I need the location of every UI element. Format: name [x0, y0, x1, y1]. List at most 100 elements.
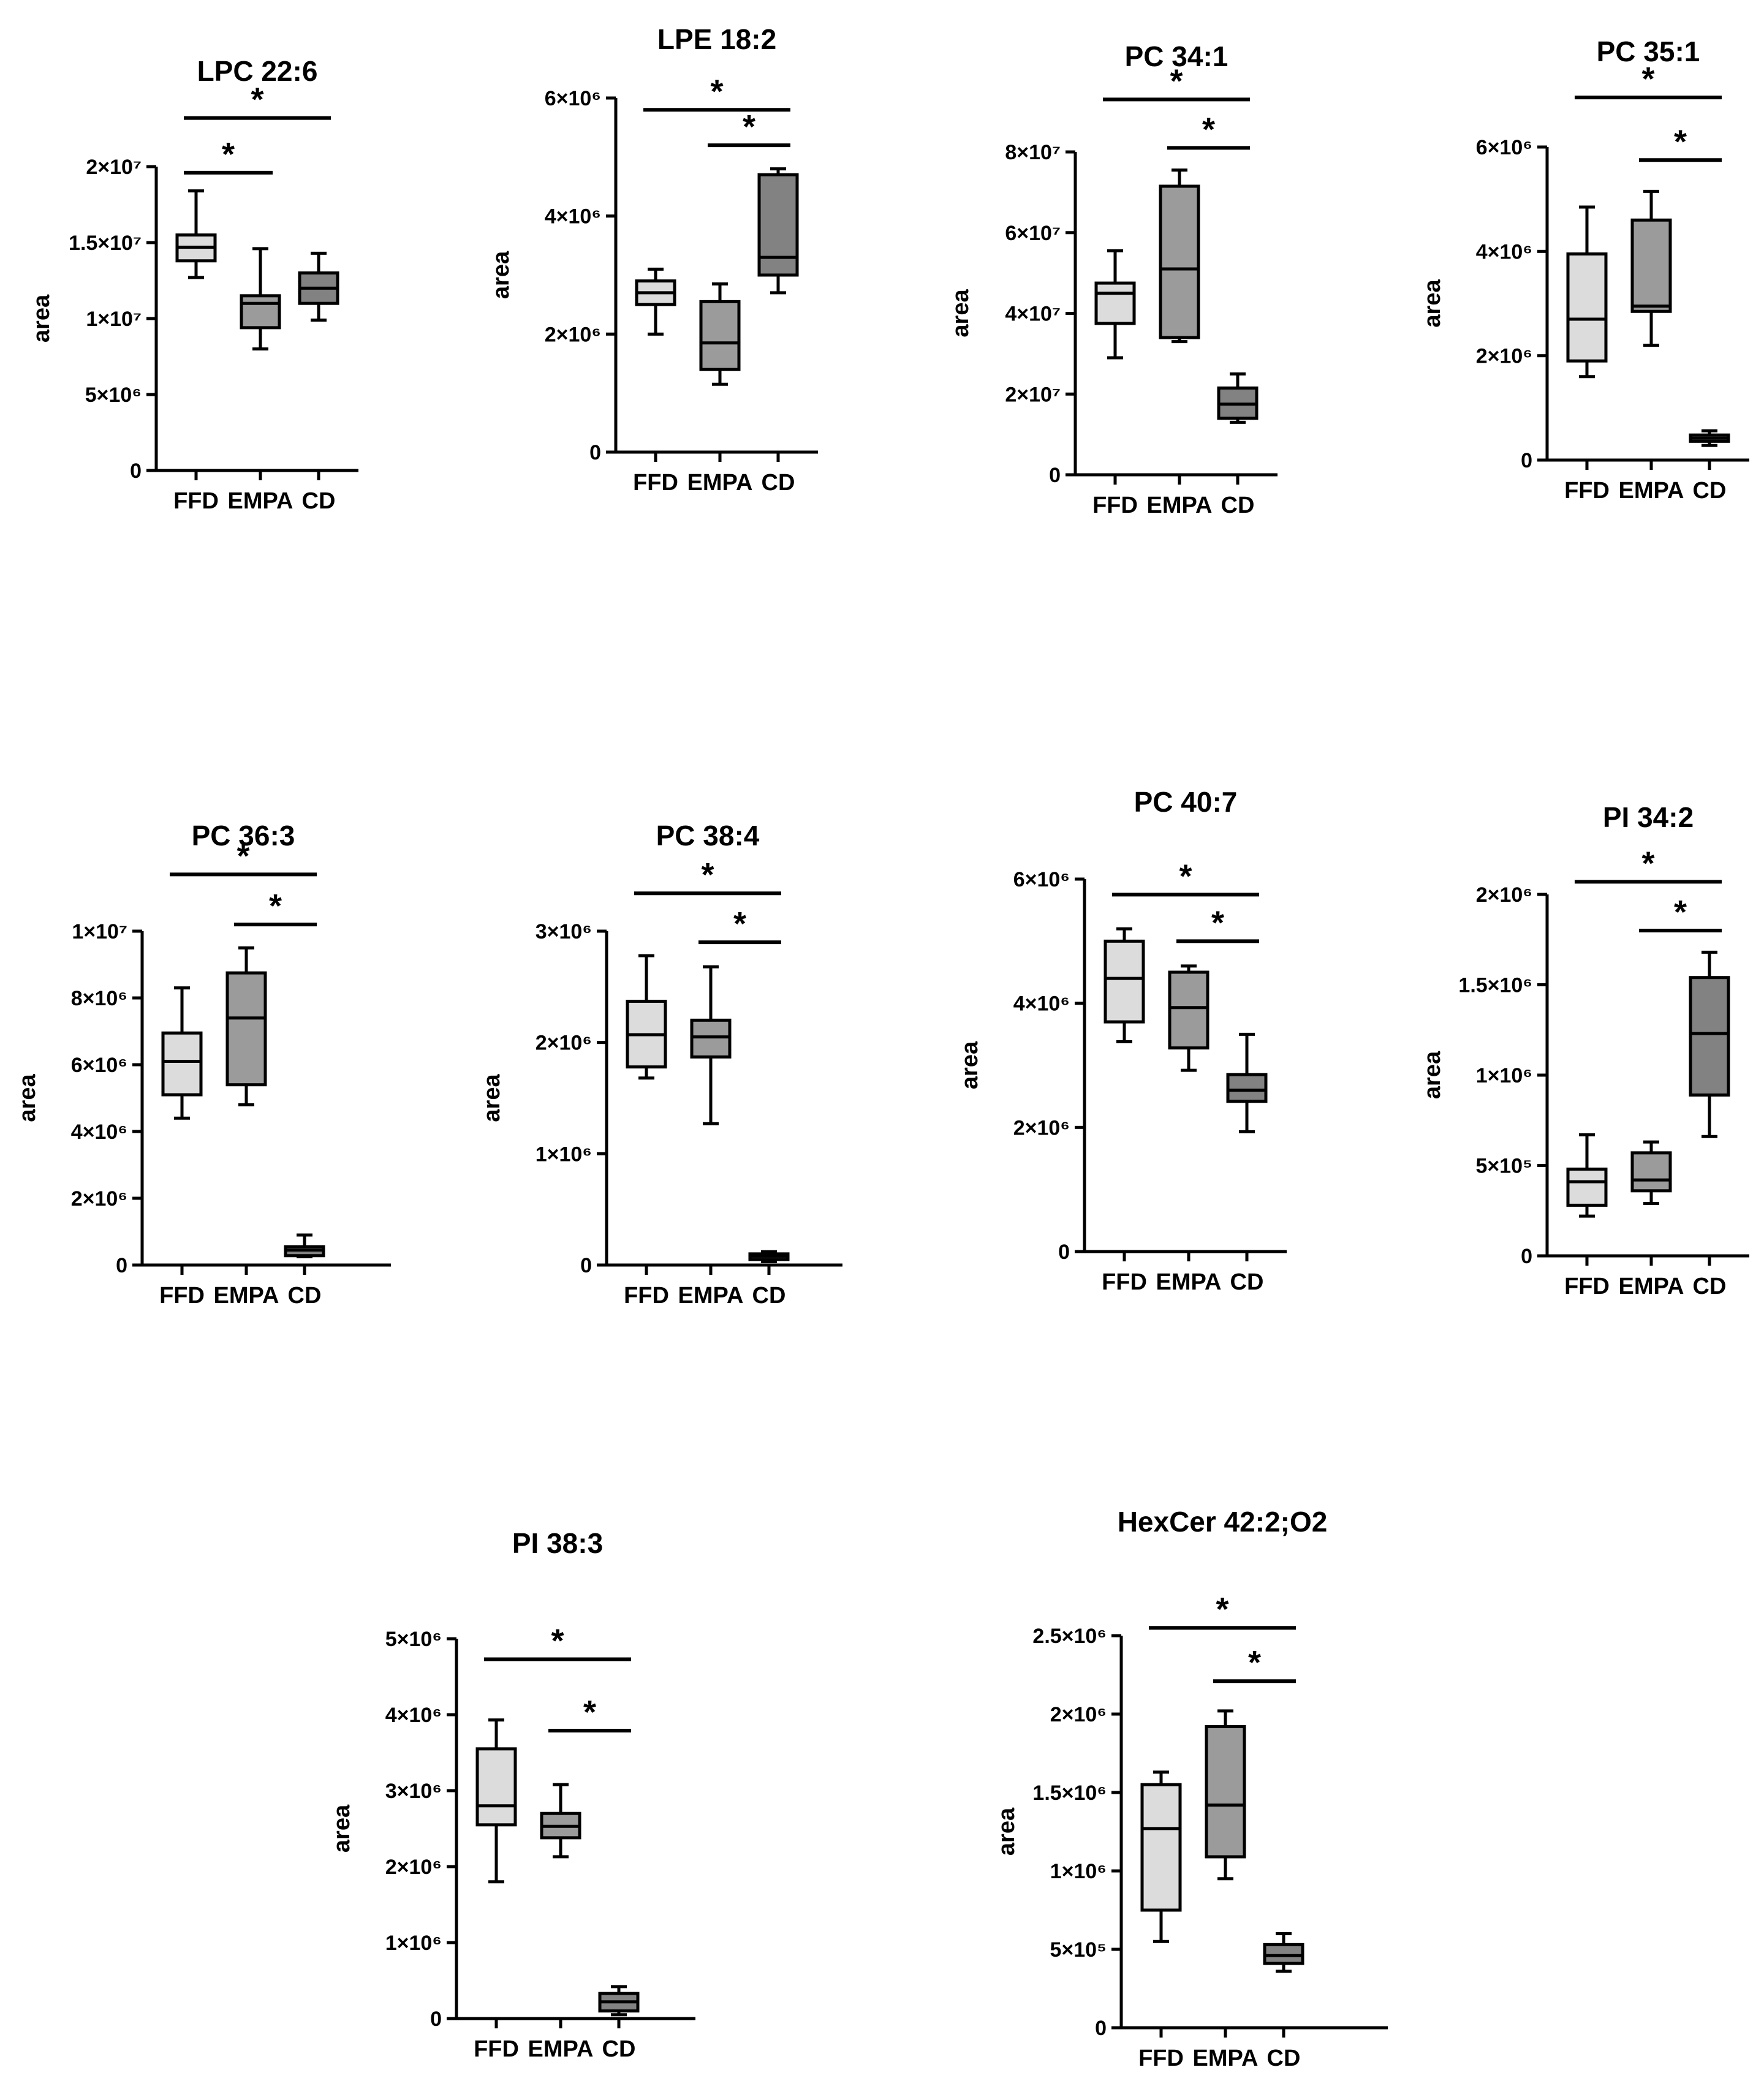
- x-tick-label-cd: CD: [302, 488, 336, 514]
- y-tick-label: 6×10⁶: [1013, 868, 1070, 891]
- box-cd: [1263, 1932, 1304, 1973]
- y-tick-label: 6×10⁶: [545, 87, 601, 110]
- box-empa: [690, 965, 732, 1125]
- y-tick-label: 2×10⁶: [1476, 345, 1532, 368]
- box-cd: [598, 1985, 640, 2017]
- significance-asterisk: *: [583, 1694, 596, 1731]
- x-tick-label-empa: EMPA: [528, 2036, 594, 2062]
- iqr-box: [1140, 1783, 1182, 1912]
- iqr-box: [1263, 1943, 1304, 1965]
- y-tick-label: 1×10⁶: [1050, 1860, 1107, 1883]
- box-ffd: [1103, 927, 1145, 1043]
- y-tick-label: 0: [116, 1254, 127, 1277]
- box-cd: [757, 167, 799, 295]
- iqr-box: [1159, 184, 1200, 339]
- significance-asterisk: *: [1641, 845, 1654, 882]
- y-tick-label: 4×10⁶: [71, 1120, 127, 1144]
- x-tick-label-ffd: FFD: [633, 470, 678, 496]
- y-tick-label: 1×10⁶: [1476, 1064, 1532, 1087]
- box-empa: [1630, 1140, 1672, 1205]
- y-tick-label: 1.5×10⁶: [1032, 1781, 1107, 1805]
- y-axis-label: area: [29, 294, 55, 342]
- significance-asterisk: *: [1170, 62, 1183, 99]
- box-ffd: [475, 1718, 517, 1884]
- box-ffd: [635, 267, 676, 336]
- y-tick-label: 0: [1058, 1241, 1070, 1264]
- box-cd: [1217, 372, 1259, 424]
- significance-asterisk: *: [222, 136, 235, 173]
- y-tick-label: 4×10⁶: [1476, 240, 1532, 263]
- y-tick-label: 3×10⁶: [536, 920, 592, 943]
- x-tick-label-cd: CD: [1267, 2046, 1301, 2071]
- box-cd: [298, 251, 339, 322]
- significance-asterisk: *: [743, 108, 755, 145]
- significance-asterisk: *: [1216, 1591, 1228, 1628]
- y-axis-label: area: [15, 1074, 40, 1122]
- y-tick-label: 1.5×10⁷: [69, 232, 142, 255]
- y-tick-label: 0: [1521, 449, 1532, 472]
- x-tick-label-cd: CD: [288, 1283, 322, 1309]
- box-empa: [1205, 1709, 1246, 1881]
- iqr-box: [1630, 218, 1672, 313]
- x-tick-label-cd: CD: [602, 2036, 636, 2062]
- significance-asterisk: *: [251, 81, 263, 118]
- chart-title: PC 38:4: [656, 820, 760, 852]
- iqr-box: [690, 1018, 732, 1059]
- y-tick-label: 2×10⁶: [545, 323, 601, 346]
- chart-title: HexCer 42:2;O2: [1118, 1506, 1328, 1538]
- y-tick-label: 6×10⁷: [1005, 222, 1061, 245]
- x-tick-label-ffd: FFD: [159, 1283, 205, 1309]
- significance-asterisk: *: [1179, 858, 1192, 894]
- iqr-box: [1205, 1724, 1246, 1859]
- significance-asterisk: *: [701, 856, 714, 893]
- y-tick-label: 2×10⁶: [1013, 1116, 1070, 1139]
- iqr-box: [1226, 1073, 1268, 1103]
- significance-asterisk: *: [1674, 123, 1687, 160]
- iqr-box: [1689, 976, 1730, 1097]
- chart-pc-36-3: PC 36:302×10⁶4×10⁶6×10⁶8×10⁶1×10⁷areaFFD…: [15, 820, 391, 1309]
- iqr-box: [1103, 939, 1145, 1024]
- box-empa: [240, 247, 281, 351]
- significance-asterisk: *: [551, 1622, 564, 1659]
- iqr-box: [699, 300, 741, 371]
- iqr-box: [1566, 1167, 1608, 1207]
- significance-asterisk: *: [1211, 904, 1224, 941]
- y-tick-label: 2.5×10⁶: [1032, 1625, 1107, 1648]
- y-tick-label: 6×10⁶: [1476, 136, 1532, 159]
- y-tick-label: 1×10⁶: [385, 1932, 442, 1955]
- x-tick-label-empa: EMPA: [1156, 1269, 1222, 1295]
- x-tick-label-ffd: FFD: [173, 488, 219, 514]
- x-tick-label-cd: CD: [1693, 1274, 1727, 1299]
- y-tick-label: 1×10⁷: [86, 308, 142, 331]
- y-tick-label: 6×10⁶: [71, 1054, 127, 1077]
- y-axis-label: area: [994, 1807, 1020, 1856]
- x-tick-label-empa: EMPA: [214, 1283, 279, 1309]
- y-tick-label: 5×10⁶: [85, 383, 142, 407]
- y-tick-label: 5×10⁶: [385, 1628, 442, 1651]
- box-ffd: [161, 986, 203, 1120]
- x-tick-label-cd: CD: [1230, 1269, 1264, 1295]
- chart-title: PC 34:1: [1125, 40, 1228, 72]
- x-tick-label-cd: CD: [762, 470, 795, 496]
- y-tick-label: 2×10⁶: [536, 1032, 592, 1055]
- y-tick-label: 2×10⁶: [1050, 1703, 1107, 1726]
- y-axis-label: area: [957, 1041, 983, 1089]
- iqr-box: [475, 1747, 517, 1827]
- x-tick-label-ffd: FFD: [1564, 478, 1610, 504]
- x-tick-label-ffd: FFD: [474, 2036, 519, 2062]
- y-tick-label: 0: [430, 2008, 442, 2031]
- x-tick-label-cd: CD: [1693, 478, 1727, 504]
- x-tick-label-empa: EMPA: [228, 488, 293, 514]
- significance-asterisk: *: [237, 837, 249, 874]
- y-axis-label: area: [329, 1804, 355, 1853]
- y-tick-label: 5×10⁵: [1050, 1938, 1107, 1962]
- box-cd: [284, 1233, 325, 1258]
- box-cd: [1689, 429, 1730, 447]
- y-tick-label: 1×10⁷: [72, 920, 127, 943]
- x-tick-label-ffd: FFD: [1102, 1269, 1147, 1295]
